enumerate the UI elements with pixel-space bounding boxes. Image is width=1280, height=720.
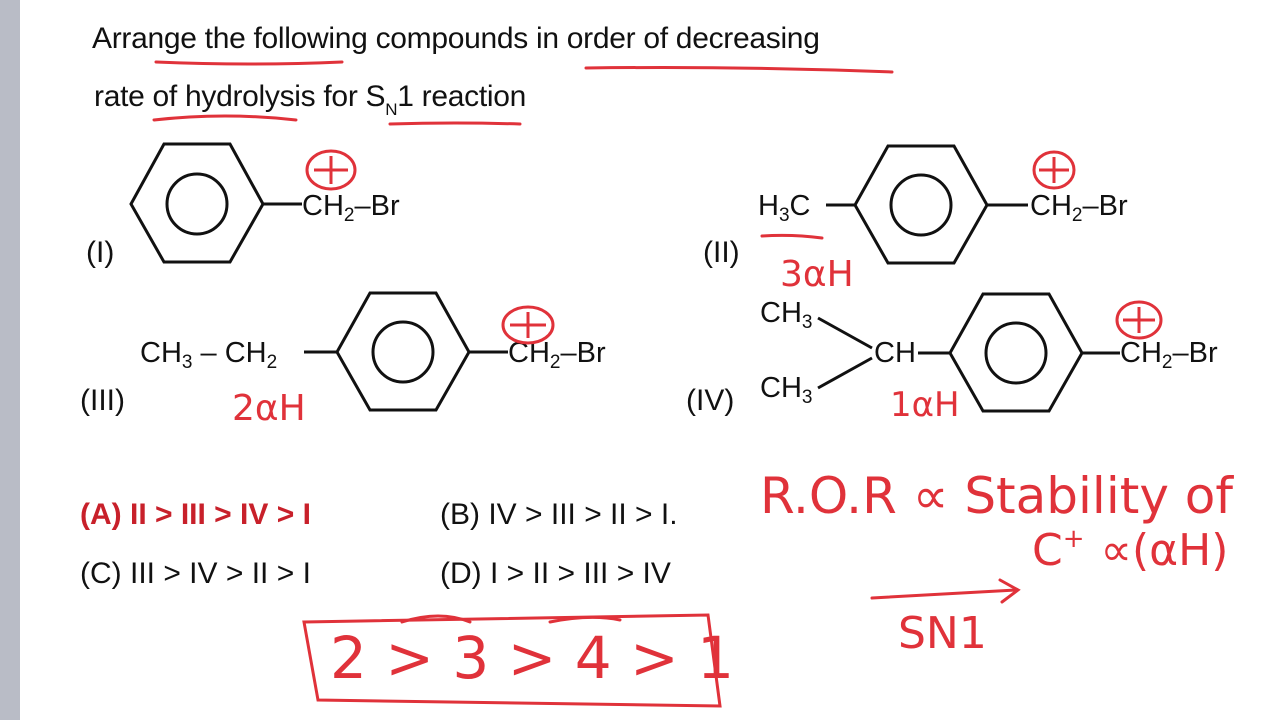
red-underlines: [152, 60, 894, 240]
compound-label-1: (I): [86, 236, 115, 269]
compound-4-ch2br: CH2–Br: [1120, 337, 1218, 373]
answer-box: [302, 613, 722, 708]
compound-3-ch2br: CH2–Br: [508, 337, 606, 373]
note-compound-2: 3αH: [780, 254, 854, 295]
circled-plus-4: [1115, 300, 1163, 340]
answer-sequence: 2 > 3 > 4 > 1: [330, 624, 734, 692]
compound-2-h3c: H3C: [758, 190, 811, 226]
circled-plus-2: [1032, 150, 1076, 190]
benzene-ring-3: [304, 291, 508, 412]
note-carbocation: C+∝(αH): [1032, 524, 1228, 576]
note-compound-3: 2αH: [232, 388, 306, 429]
left-sidebar-strip: [0, 0, 20, 720]
compound-4-methyl-bottom: CH3: [760, 372, 813, 408]
sn1-arrow: [870, 578, 1021, 604]
circled-plus-3: [501, 305, 555, 345]
circled-plus-1: [305, 149, 357, 191]
option-a: (A) II > III > IV > I: [80, 498, 311, 531]
question-line-2: rate of hydrolysis for SN1 reaction: [94, 80, 526, 119]
option-d: (D) I > II > III > IV: [440, 557, 671, 590]
compound-4-ch: CH: [874, 337, 916, 369]
compound-3-ethyl: CH3 – CH2: [140, 337, 278, 373]
benzene-ring-1: [129, 142, 302, 264]
compound-label-2: (II): [703, 236, 740, 269]
compound-2-ch2br: CH2–Br: [1030, 190, 1128, 226]
benzene-ring-2: [826, 144, 1028, 265]
question-line-1: Arrange the following compounds in order…: [92, 22, 820, 55]
option-b: (B) IV > III > II > I.: [440, 498, 678, 531]
compound-4-methyl-top: CH3: [760, 297, 813, 333]
compound-1-ch2br: CH2–Br: [302, 190, 400, 226]
note-sn1: SN1: [898, 608, 987, 659]
note-ror-stability: R.O.R ∝ Stability of: [760, 467, 1234, 525]
compound-label-3: (III): [80, 384, 125, 417]
option-c: (C) III > IV > II > I: [80, 557, 311, 590]
note-compound-4: 1αH: [890, 385, 960, 425]
benzene-ring-4: [817, 292, 1120, 413]
compound-label-4: (IV): [686, 384, 735, 417]
